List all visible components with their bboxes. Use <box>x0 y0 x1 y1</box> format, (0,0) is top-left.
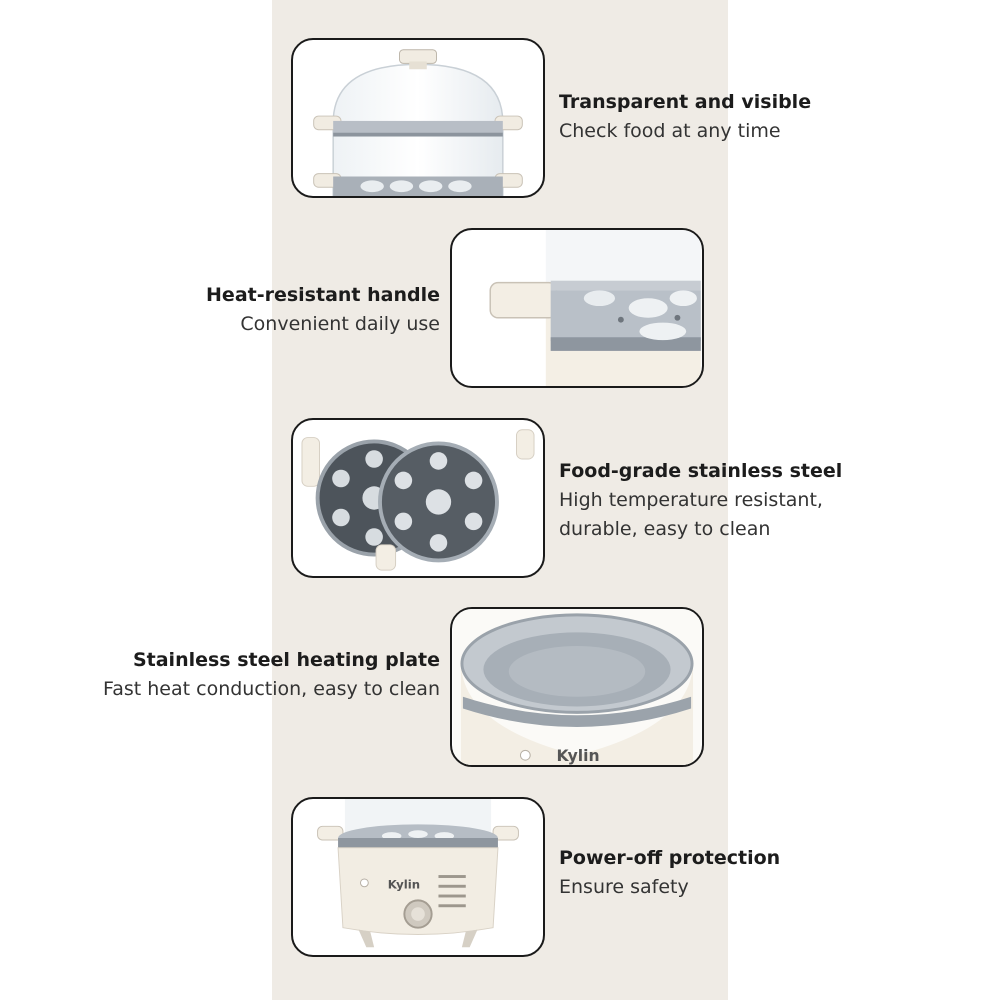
feature-title: Stainless steel heating plate <box>132 649 440 671</box>
feature-image-power-off: Kylin <box>291 797 545 957</box>
steamer-glass-lid-icon <box>313 49 523 196</box>
feature-text-handle: Heat-resistant handle Convenient daily u… <box>20 281 440 339</box>
brand-label: Kylin <box>388 878 420 892</box>
feature-text-power-off: Power-off protection Ensure safety <box>559 844 979 902</box>
feature-image-heating-plate: Kylin <box>450 607 704 767</box>
feature-title: Power-off protection <box>559 847 781 869</box>
feature-image-stainless-trays <box>291 418 545 578</box>
feature-description: Check food at any time <box>559 120 781 142</box>
feature-description: Ensure safety <box>559 876 689 898</box>
heating-plate-icon: Kylin <box>453 609 701 765</box>
feature-text-heating-plate: Stainless steel heating plate Fast heat … <box>20 646 440 704</box>
feature-text-stainless-steel: Food-grade stainless steel High temperat… <box>559 457 979 544</box>
feature-title: Food-grade stainless steel <box>559 460 843 482</box>
feature-description: High temperature resistant, durable, eas… <box>559 489 823 540</box>
feature-title: Transparent and visible <box>559 91 812 113</box>
feature-description: Fast heat conduction, easy to clean <box>103 678 440 700</box>
brand-label: Kylin <box>557 747 600 765</box>
feature-text-transparent: Transparent and visible Check food at an… <box>559 88 979 146</box>
feature-description: Convenient daily use <box>240 313 440 335</box>
egg-trays-icon <box>301 429 535 571</box>
feature-title: Heat-resistant handle <box>206 284 440 306</box>
full-egg-cooker-icon: Kylin <box>317 799 519 948</box>
feature-image-transparent-lid <box>291 38 545 198</box>
steamer-handle-closeup-icon <box>489 230 701 386</box>
feature-image-handle <box>450 228 704 388</box>
